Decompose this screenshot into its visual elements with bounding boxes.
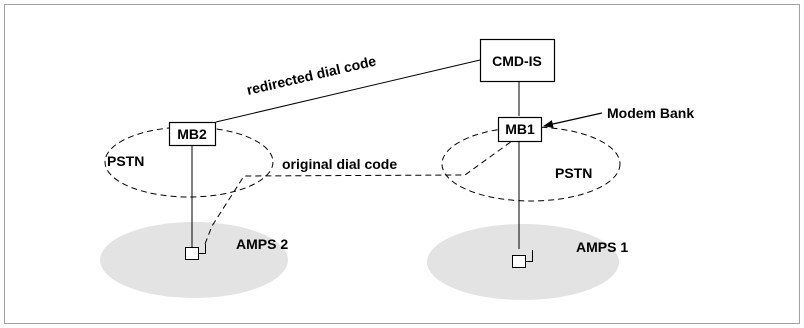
pstn-right-cloud — [441, 126, 621, 202]
diagram-frame — [4, 4, 800, 324]
mb1-node: MB1 — [497, 116, 543, 143]
cmd-is-label: CMD-IS — [492, 53, 542, 69]
pstn-left-label: PSTN — [107, 153, 144, 169]
mb2-label: MB2 — [177, 126, 207, 142]
amps2-mobile-icon — [185, 244, 206, 260]
amps1-mobile-icon — [512, 250, 533, 268]
original-dial-code-label: original dial code — [282, 156, 397, 172]
mb1-label: MB1 — [505, 121, 535, 137]
original-dial-path — [204, 140, 513, 245]
amps1-label: AMPS 1 — [576, 239, 628, 255]
redirected-dial-line — [215, 59, 481, 123]
modem-bank-arrow — [543, 112, 603, 128]
amps2-label: AMPS 2 — [236, 236, 288, 252]
pstn-right-label: PSTN — [555, 165, 592, 181]
cmd-is-node: CMD-IS — [479, 38, 556, 83]
modem-bank-label: Modem Bank — [607, 105, 694, 121]
mb2-node: MB2 — [168, 121, 217, 147]
redirected-dial-code-label: redirected dial code — [245, 53, 378, 98]
